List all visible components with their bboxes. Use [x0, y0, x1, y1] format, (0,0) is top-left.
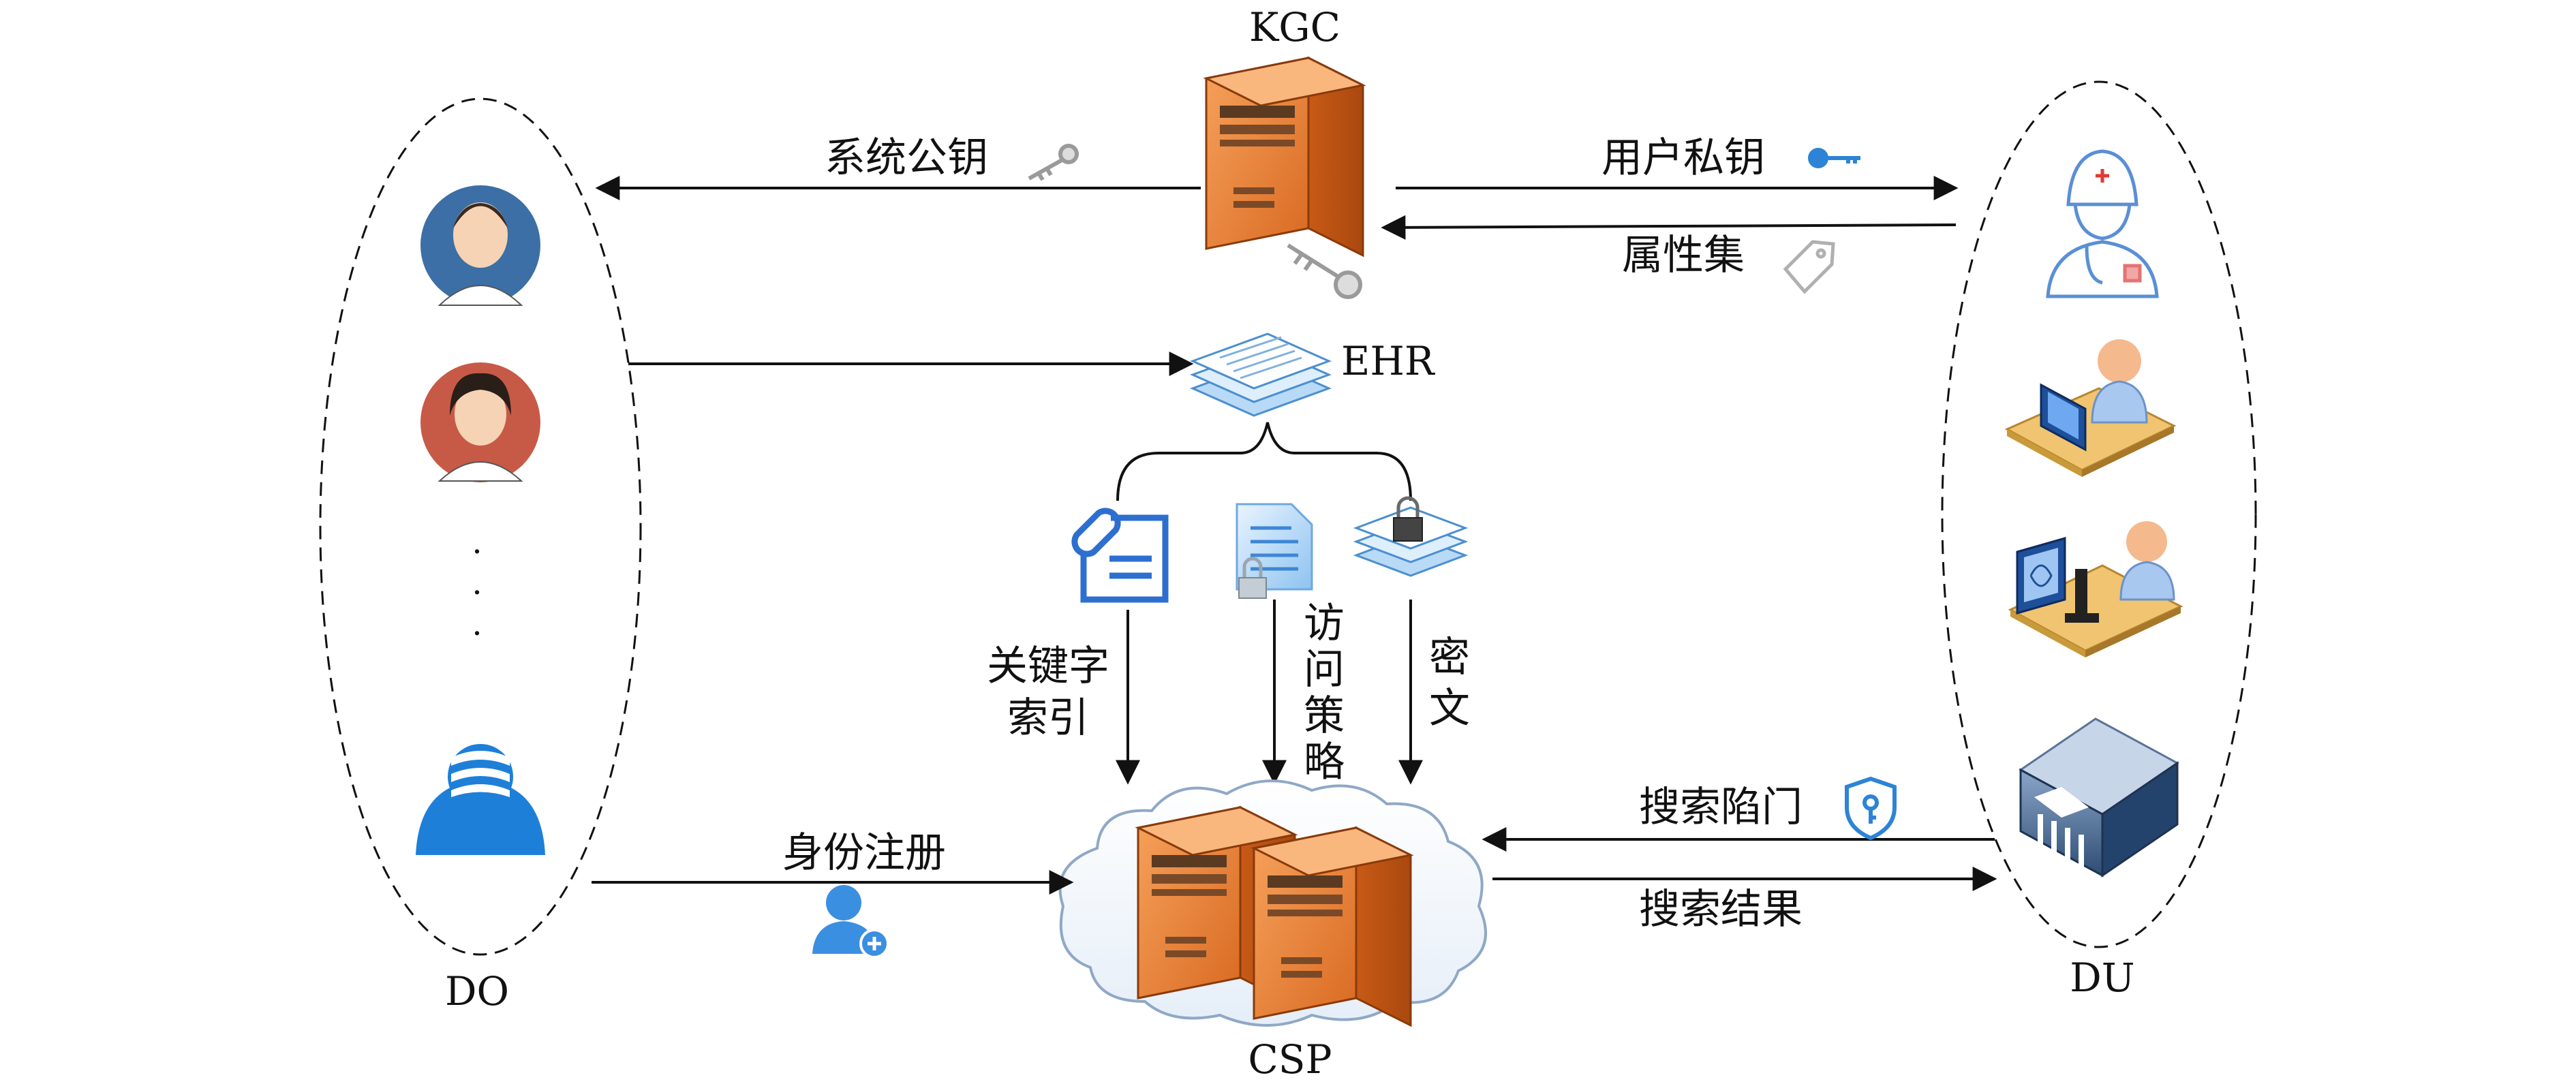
ciphertext-label: 文 [1429, 685, 1470, 732]
locked-layers-icon [1353, 496, 1469, 577]
access-policy-label: 略 [1304, 739, 1345, 786]
key-icon [1287, 243, 1362, 299]
lab-icon [2008, 521, 2183, 657]
kgc-server-icon [1205, 57, 1364, 257]
data-owner-group-boundary [319, 97, 642, 956]
ellipsis-dot: . [472, 564, 482, 602]
ciphertext-label: 密 [1429, 634, 1470, 681]
access-policy-label: 访 [1304, 600, 1345, 647]
system-public-key-label: 系统公钥 [825, 134, 988, 182]
link-document-icon [1071, 508, 1169, 603]
patient-avatar-icon [420, 185, 540, 306]
du-label: DU [2070, 955, 2134, 1001]
attribute-set-label: 属性集 [1622, 232, 1745, 279]
access-policy-label: 策 [1304, 692, 1345, 740]
edge-attribute-set [1381, 215, 1957, 240]
shield-key-icon [1845, 776, 1897, 841]
kgc-label: KGC [1249, 4, 1340, 50]
ehr-label: EHR [1341, 338, 1436, 384]
do-label: DO [445, 968, 509, 1014]
hooded-user-icon [416, 744, 545, 855]
keyword-index-label: 关键字 [987, 642, 1109, 690]
identity-registration-label: 身份注册 [782, 829, 946, 877]
patient-avatar-icon [420, 362, 540, 482]
ellipsis-dot: . [472, 605, 482, 643]
tag-icon [1783, 240, 1835, 294]
csp-label: CSP [1248, 1036, 1332, 1083]
documents-stack-icon [1189, 332, 1332, 417]
ehr-brace [1116, 422, 1412, 501]
search-trapdoor-label: 搜索陷门 [1639, 784, 1803, 831]
locked-document-icon [1236, 503, 1313, 599]
ellipsis-dot: . [472, 523, 482, 561]
user-private-key-label: 用户私钥 [1601, 134, 1765, 182]
add-user-icon [812, 885, 889, 959]
workstation-icon [2004, 339, 2177, 477]
access-policy-label: 问 [1304, 646, 1345, 694]
doctor-icon [2046, 149, 2159, 298]
key-icon [1028, 144, 1079, 181]
key-icon-blue [1808, 148, 1860, 168]
csp-server-icon [1253, 826, 1412, 1027]
data-user-group-boundary [1941, 80, 2257, 948]
bank-icon [2019, 717, 2179, 878]
search-result-label: 搜索结果 [1639, 886, 1803, 933]
keyword-index-label: 索引 [1007, 694, 1089, 742]
